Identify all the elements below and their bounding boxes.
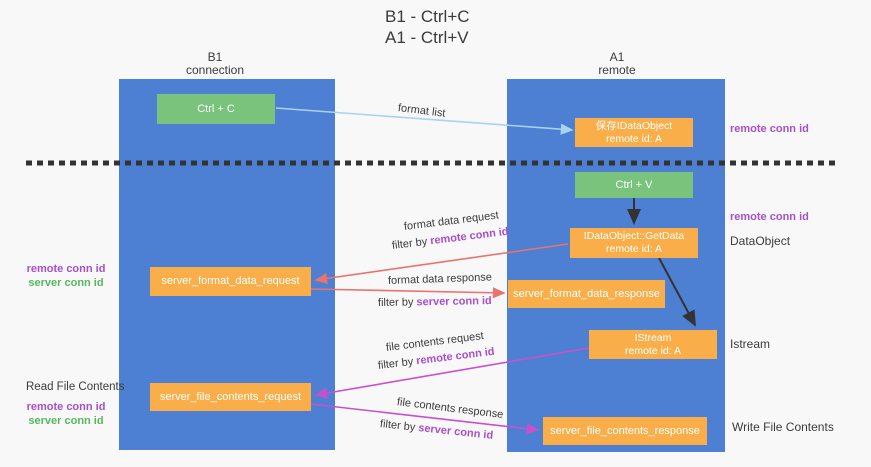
participant-b1-header: B1 connection — [155, 51, 275, 77]
label-server-conn-id: server conn id — [416, 295, 492, 309]
node-server-format-data-request-label: server_format_data_request — [161, 275, 300, 287]
participant-a1-header: A1 remote — [557, 51, 677, 77]
node-server-file-contents-request-label: server_file_contents_request — [159, 390, 302, 403]
node-istream-line1: IStream — [634, 331, 672, 344]
label-remote-conn-id-right-2: remote conn id — [730, 211, 809, 223]
node-save-idataobject-line1: 保存IDataObject — [595, 119, 673, 132]
label-format-list: format list — [397, 102, 447, 120]
node-istream: IStream remote id: A — [589, 330, 717, 359]
label-filter-format-response: filter by server conn id — [378, 295, 492, 309]
label-filter-file-response: filter by server conn id — [379, 418, 493, 442]
label-file-contents-response: file contents response — [396, 396, 504, 421]
arrow-format-data-response — [310, 287, 506, 299]
diagram-title: B1 - Ctrl+C A1 - Ctrl+V — [385, 6, 470, 48]
label-format-data-response: format data response — [387, 271, 493, 287]
label-filter-by-text: filter by — [377, 296, 417, 309]
label-filter-by-text: filter by — [379, 418, 419, 434]
node-save-idataobject-line2: remote id: A — [605, 132, 663, 145]
label-remote-conn-id: remote conn id — [415, 345, 496, 368]
node-ctrl-v-label: Ctrl + V — [615, 178, 653, 191]
title-line-1: B1 - Ctrl+C — [385, 7, 470, 26]
label-remote-conn-id-left-2: remote conn id — [26, 401, 106, 413]
node-idataobject-getdata-line1: IDataObject::GetData — [583, 230, 685, 242]
node-server-file-contents-request: server_file_contents_request — [150, 383, 311, 411]
label-conn-ids-format: remote conn id server conn id — [20, 262, 112, 290]
label-dataobject: DataObject — [730, 234, 791, 248]
node-server-format-data-request: server_format_data_request — [150, 267, 311, 296]
node-server-format-data-response-label: server_format_data_response — [513, 287, 660, 300]
label-remote-conn-id-left-1: remote conn id — [26, 263, 106, 275]
label-remote-conn-id: remote conn id — [429, 225, 510, 248]
participant-b1-name: B1 — [207, 50, 223, 64]
label-read-file-contents: Read File Contents — [26, 381, 125, 393]
node-istream-line2: remote id: A — [624, 344, 682, 357]
node-server-file-contents-response-label: server_file_contents_response — [550, 424, 700, 437]
node-server-file-contents-response: server_file_contents_response — [543, 417, 707, 445]
participant-a1-role: remote — [598, 63, 636, 77]
node-ctrl-c-label: Ctrl + C — [197, 102, 235, 115]
node-ctrl-c: Ctrl + C — [157, 94, 275, 124]
label-server-conn-id-left-1: server conn id — [28, 277, 104, 289]
label-server-conn-id: server conn id — [417, 422, 494, 442]
node-save-idataobject: 保存IDataObject remote id: A — [575, 118, 693, 147]
participant-b1-role: connection — [185, 63, 245, 77]
label-write-file-contents: Write File Contents — [732, 420, 834, 434]
label-remote-conn-id-right-1: remote conn id — [730, 123, 809, 135]
node-idataobject-getdata: IDataObject::GetData remote id: A — [570, 228, 698, 258]
label-istream: Istream — [730, 337, 771, 351]
node-ctrl-v: Ctrl + V — [575, 172, 693, 198]
label-filter-by-text: filter by — [391, 235, 431, 252]
node-server-format-data-response: server_format_data_response — [508, 280, 665, 308]
title-line-2: A1 - Ctrl+V — [385, 28, 469, 47]
label-filter-by-text: filter by — [377, 355, 417, 372]
label-server-conn-id-left-2: server conn id — [28, 415, 104, 427]
node-idataobject-getdata-line2: remote id: A — [605, 243, 663, 255]
participant-a1-name: A1 — [609, 50, 625, 64]
label-conn-ids-file: remote conn id server conn id — [20, 400, 112, 428]
